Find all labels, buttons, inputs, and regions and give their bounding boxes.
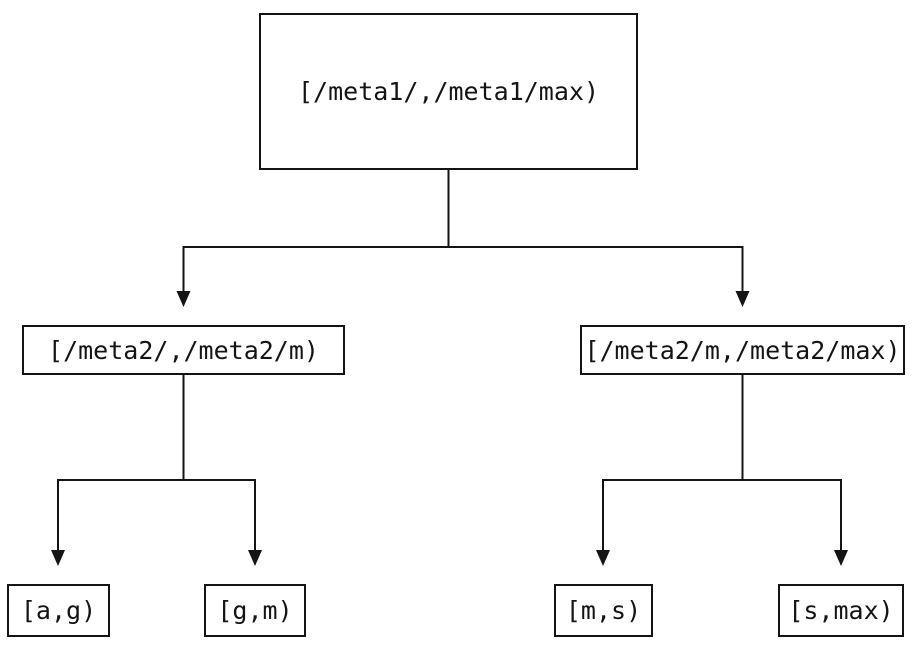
node-leaf-g-m-label: [g,m) (217, 596, 293, 625)
arrowhead-icon (51, 550, 65, 566)
arrowhead-icon (735, 291, 750, 307)
arrowhead-icon (596, 550, 610, 566)
node-level2-right: [/meta2/m,/meta2/max) (580, 325, 905, 375)
node-leaf-s-max-label: [s,max) (788, 596, 894, 625)
node-level2-left: [/meta2/,/meta2/m) (22, 325, 345, 375)
node-leaf-m-s: [m,s) (554, 584, 653, 637)
node-root-label: [/meta1/,/meta1/max) (297, 77, 600, 106)
node-leaf-a-g-label: [a,g) (20, 596, 97, 625)
node-leaf-m-s-label: [m,s) (565, 596, 642, 625)
node-level2-left-label: [/meta2/,/meta2/m) (48, 335, 319, 365)
arrowhead-icon (248, 550, 262, 566)
node-leaf-g-m: [g,m) (204, 584, 306, 637)
node-level2-right-label: [/meta2/m,/meta2/max) (584, 335, 901, 365)
node-root: [/meta1/,/meta1/max) (259, 13, 638, 170)
arrowhead-icon (834, 550, 848, 566)
node-leaf-s-max: [s,max) (778, 584, 904, 637)
arrowhead-icon (176, 291, 191, 307)
node-leaf-a-g: [a,g) (7, 584, 110, 637)
